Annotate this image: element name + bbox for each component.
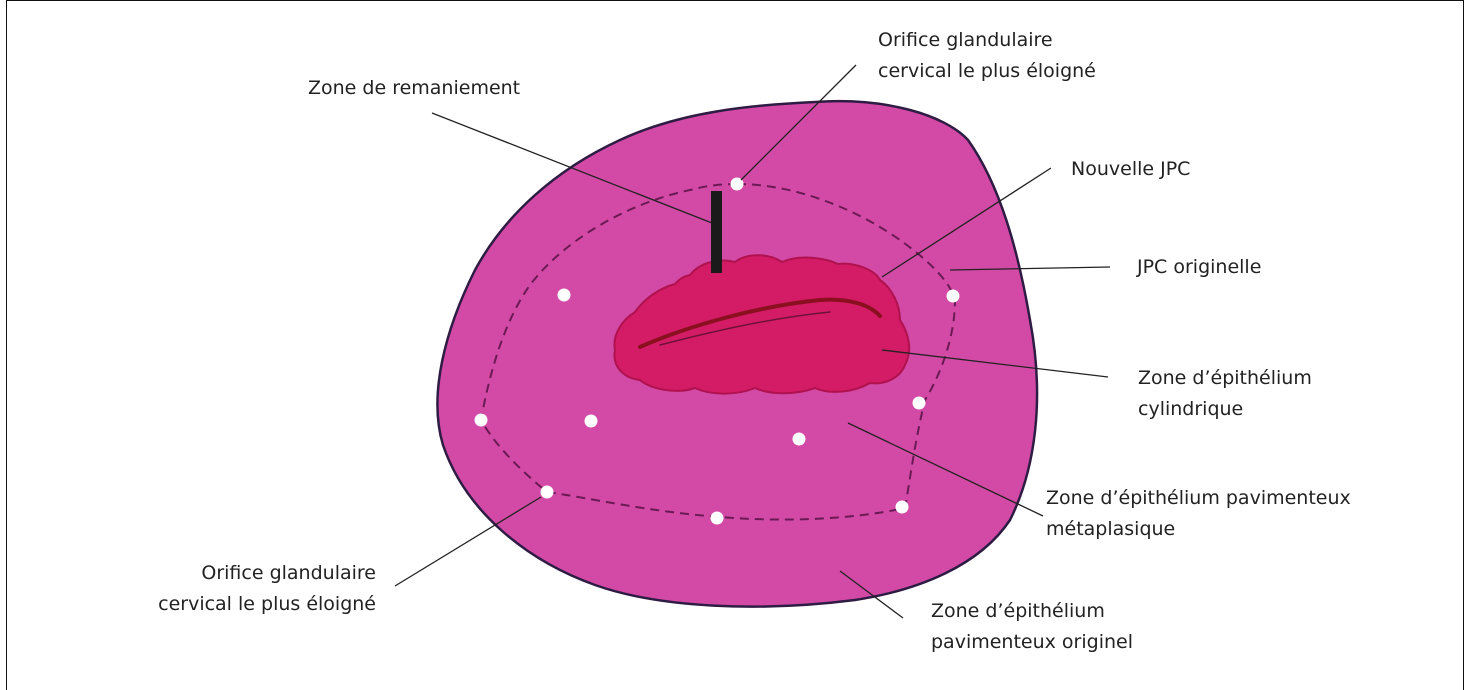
remaniement-bar-marker [711,191,722,273]
label-zone-pavimenteux-line2: pavimenteux originel [931,631,1133,653]
gland-dot [947,290,960,303]
label-zone-remaniement: Zone de remaniement [308,77,520,99]
gland-dot [793,433,806,446]
label-zone-cylindrique-line2: cylindrique [1138,398,1243,420]
gland-dot [711,512,724,525]
label-jpc-originelle: JPC originelle [1136,256,1261,278]
label-zone-metaplasique-line1: Zone d’épithélium pavimenteux [1046,487,1351,509]
label-nouvelle-jpc: Nouvelle JPC [1071,158,1190,180]
label-orifice-bottom-line2: cervical le plus éloigné [158,593,376,615]
gland-dot [585,415,598,428]
gland-dot [475,414,488,427]
label-zone-metaplasique-line2: métaplasique [1046,518,1175,540]
label-orifice-top-line2: cervical le plus éloigné [878,60,1096,82]
gland-dot [541,486,554,499]
label-orifice-bottom-line1: Orifice glandulaire [201,562,376,584]
gland-dot [913,397,926,410]
label-zone-cylindrique-line1: Zone d’épithélium [1138,367,1312,389]
label-zone-pavimenteux-line1: Zone d’épithélium [931,600,1105,622]
gland-dot [558,289,571,302]
gland-dot [896,501,909,514]
label-orifice-top-line1: Orifice glandulaire [878,29,1053,51]
